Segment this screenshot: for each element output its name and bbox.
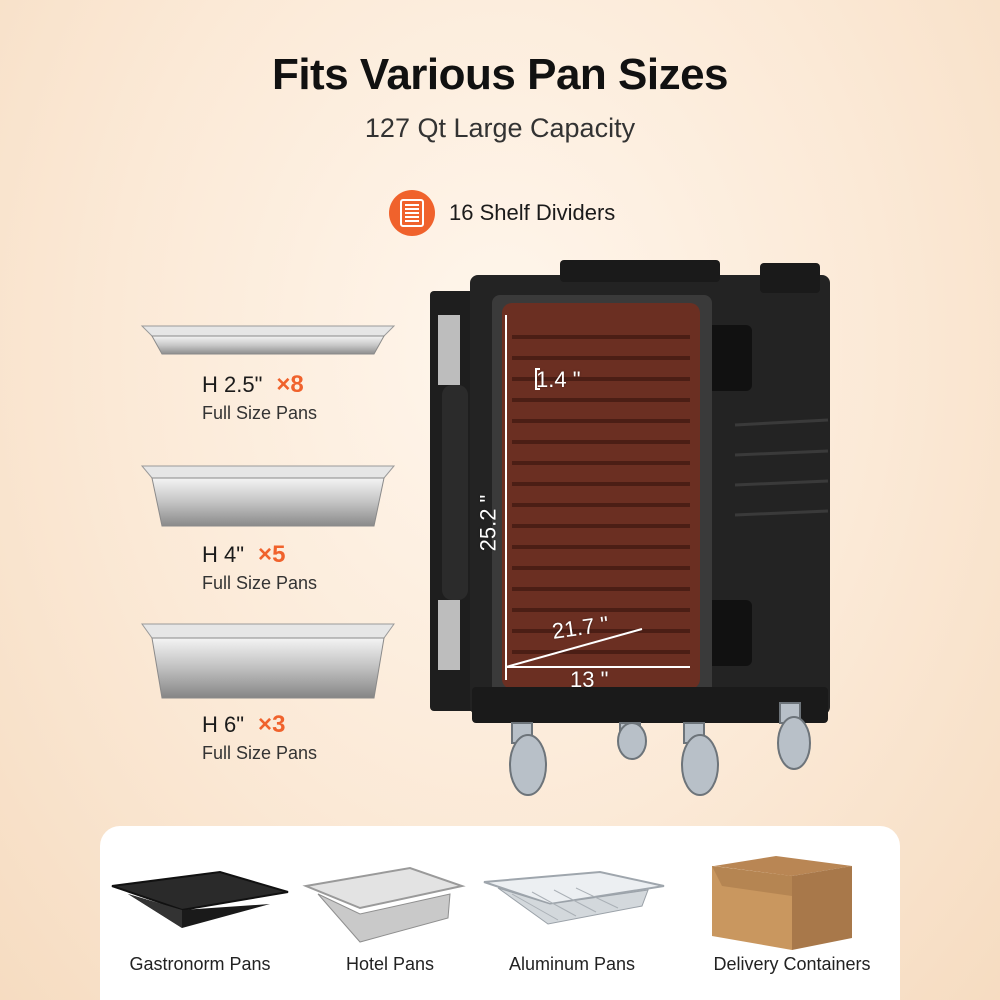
page-title: Fits Various Pan Sizes <box>271 50 729 99</box>
deep-pan-icon <box>141 623 395 699</box>
feature-label: 16 Shelf Dividers <box>449 200 616 225</box>
pan-option-medium: H 4" ×5 Full Size Pans <box>138 460 398 594</box>
feature-badge: 16 Shelf Dividers <box>389 190 615 236</box>
compatible-item-hotel: Hotel Pans <box>290 826 490 1000</box>
pan-description: Full Size Pans <box>202 403 318 423</box>
pan-description: Full Size Pans <box>202 573 318 593</box>
compatible-item-label: Delivery Containers <box>713 954 871 974</box>
compatible-containers-panel: Gastronorm Pans Hotel Pans Aluminum Pans… <box>100 826 900 1000</box>
steel-pan-icon <box>302 866 466 943</box>
black-pan-icon <box>111 870 289 928</box>
pan-quantity: ×3 <box>258 711 286 738</box>
food-carrier-cabinet: 1.4 " 25.2 " 21.7 " 13 " <box>420 255 840 815</box>
page-subtitle: 127 Qt Large Capacity <box>364 113 636 143</box>
pan-quantity: ×5 <box>258 541 286 568</box>
pan-description: Full Size Pans <box>202 743 318 763</box>
shallow-pan-icon <box>140 325 396 355</box>
medium-pan-icon <box>140 465 396 527</box>
compatible-item-label: Hotel Pans <box>345 954 435 974</box>
pan-quantity: ×8 <box>276 371 304 398</box>
compatible-item-label: Aluminum Pans <box>508 954 636 974</box>
foil-pan-icon <box>483 870 665 925</box>
compatible-item-gastronorm: Gastronorm Pans <box>100 826 300 1000</box>
takeout-box-icon <box>712 856 852 950</box>
compatible-item-aluminum: Aluminum Pans <box>472 826 672 1000</box>
compatible-item-delivery: Delivery Containers <box>692 826 892 1000</box>
pan-height: H 6" <box>202 712 245 737</box>
shelf-icon <box>389 190 435 236</box>
pan-option-shallow: H 2.5" ×8 Full Size Pans <box>138 318 398 424</box>
pan-height: H 2.5" <box>202 372 263 397</box>
height-dimension: 25.2 " <box>475 494 501 552</box>
compatible-item-label: Gastronorm Pans <box>129 954 271 974</box>
pan-option-deep: H 6" ×3 Full Size Pans <box>138 618 398 764</box>
slot-spacing-dimension: 1.4 " <box>536 367 581 392</box>
width-dimension: 13 " <box>570 667 609 692</box>
pan-height: H 4" <box>202 542 245 567</box>
cabinet-illustration <box>430 260 830 796</box>
